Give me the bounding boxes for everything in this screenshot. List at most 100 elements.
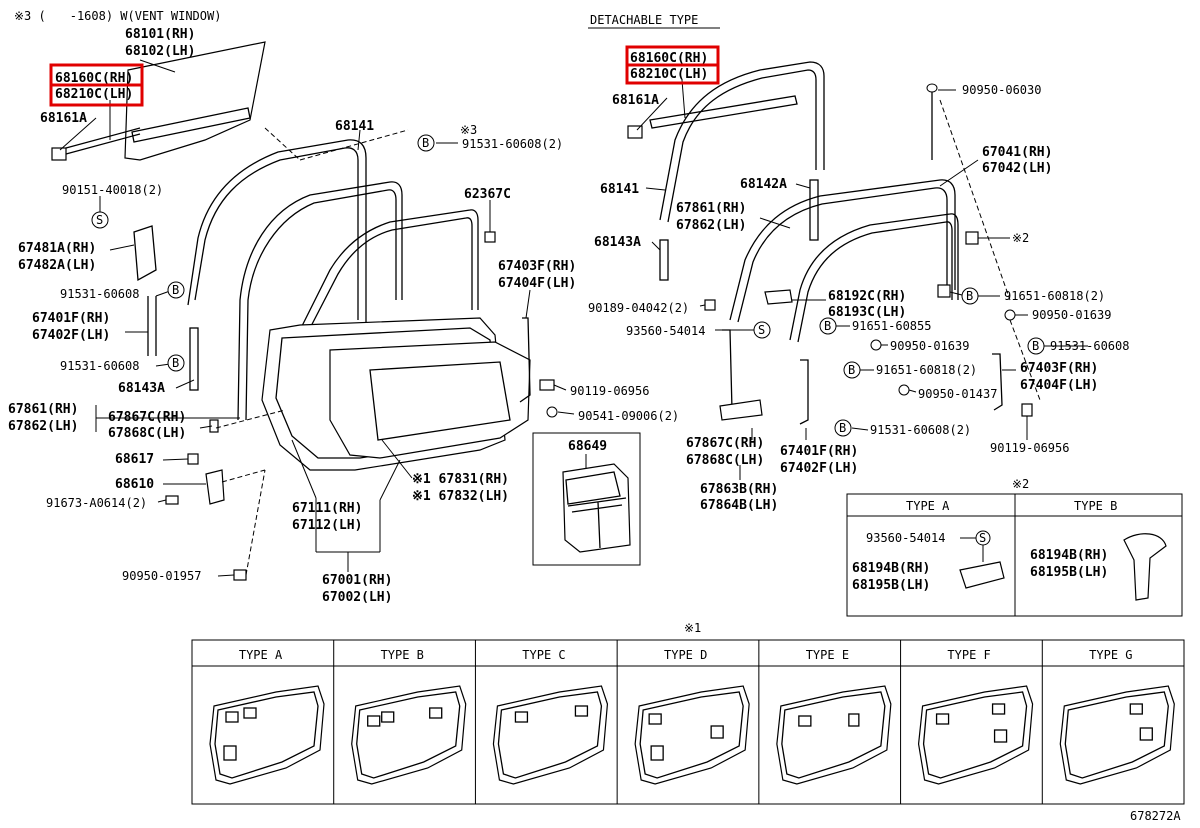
svg-text:※1 67831(RH): ※1 67831(RH)	[412, 472, 509, 487]
marker-b-3	[167, 354, 185, 372]
svg-text:B: B	[172, 356, 179, 370]
svg-text:68192C(RH): 68192C(RH)	[828, 289, 906, 304]
left-markers: B S B B	[91, 134, 435, 372]
r-frame-67041	[729, 179, 956, 321]
trim-panel-type-g	[1059, 685, 1175, 785]
right-leaders	[636, 79, 1088, 480]
type-header-d: TYPE D	[664, 648, 707, 662]
svg-text:67863B(RH): 67863B(RH)	[700, 482, 778, 497]
r-channel-67401f	[799, 359, 809, 425]
detachable-type-title: DETACHABLE TYPE	[590, 13, 698, 27]
svg-text:B: B	[848, 363, 855, 377]
trim-panel-pocket	[648, 713, 662, 725]
svg-text:68160C(RH): 68160C(RH)	[630, 51, 708, 66]
svg-text:90950-01437: 90950-01437	[918, 387, 997, 401]
r-clip-type-note2	[965, 231, 979, 245]
svg-text:91531-60608: 91531-60608	[1050, 339, 1129, 353]
svg-text:68141: 68141	[600, 182, 639, 197]
trim-panel-edge	[781, 691, 886, 779]
r-weatherstrip-68141	[659, 61, 825, 221]
svg-text:67112(LH): 67112(LH)	[292, 518, 362, 533]
right-markers: B B S B B B	[753, 287, 1045, 437]
svg-text:90119-06956: 90119-06956	[570, 384, 649, 398]
bracket-67481a	[133, 225, 157, 282]
type-b-header: TYPE B	[1074, 499, 1117, 513]
svg-text:67482A(LH): 67482A(LH)	[18, 258, 96, 273]
svg-text:B: B	[824, 319, 831, 333]
trim-panel-type-d	[634, 685, 750, 785]
type-a-header: TYPE A	[906, 499, 950, 513]
run-channel-67861-inner	[245, 189, 397, 421]
svg-text:62367C: 62367C	[464, 187, 511, 202]
trim-panel-pocket	[991, 703, 1006, 715]
svg-text:※2: ※2	[1012, 231, 1029, 245]
svg-text:67867C(RH): 67867C(RH)	[686, 436, 764, 451]
right-labels: 68160C(RH) 68210C(LH) 68161A 90950-06030…	[588, 51, 1129, 513]
r-bracket-67863b	[719, 399, 763, 421]
r-frame-67861	[789, 213, 959, 341]
trim-panel-pocket	[381, 711, 395, 723]
type-header-c: TYPE C	[522, 648, 565, 662]
r-channel-67403f	[992, 353, 1003, 411]
type-header-a: TYPE A	[239, 648, 283, 662]
vent-strip	[65, 127, 141, 155]
svg-text:67861(RH): 67861(RH)	[8, 402, 78, 417]
svg-text:67481A(RH): 67481A(RH)	[18, 241, 96, 256]
svg-text:93560-54014: 93560-54014	[866, 531, 945, 545]
svg-text:67861(RH): 67861(RH)	[676, 201, 746, 216]
svg-text:68194B(RH): 68194B(RH)	[1030, 548, 1108, 563]
svg-text:91531-60608(2): 91531-60608(2)	[462, 137, 563, 151]
svg-text:68102(LH): 68102(LH)	[125, 44, 195, 59]
weatherstrip-68141	[194, 147, 359, 320]
svg-text:91673-A0614(2): 91673-A0614(2)	[46, 496, 147, 510]
weatherstrip-68141-outer	[187, 139, 367, 322]
svg-text:68210C(LH): 68210C(LH)	[630, 67, 708, 82]
r-clip-68161a	[627, 125, 643, 139]
trim-panel-type-a	[209, 685, 325, 785]
svg-text:67402F(LH): 67402F(LH)	[32, 328, 110, 343]
type-ab-table: ※2 TYPE A TYPE B 93560-54014 S 68194B(RH…	[846, 477, 1183, 617]
door-frame-upper	[299, 209, 479, 331]
pocket-frame	[532, 432, 641, 566]
type-a-part	[959, 561, 1005, 589]
r-clip-90950-01639a	[1004, 309, 1016, 321]
svg-text:90189-04042(2): 90189-04042(2)	[588, 301, 689, 315]
left-door-drawing	[51, 41, 558, 581]
type-header-e: TYPE E	[806, 648, 849, 662]
hinge-68610	[205, 469, 225, 505]
clip-90541	[546, 406, 558, 418]
svg-text:90950-01957: 90950-01957	[122, 569, 201, 583]
type-b-part	[1123, 533, 1167, 601]
r-clip-90950-01639b	[870, 339, 882, 351]
svg-text:91651-60855: 91651-60855	[852, 319, 931, 333]
svg-text:68210C(LH): 68210C(LH)	[55, 87, 133, 102]
svg-text:91651-60818(2): 91651-60818(2)	[1004, 289, 1105, 303]
svg-text:68161A: 68161A	[612, 93, 659, 108]
svg-text:68160C(RH): 68160C(RH)	[55, 71, 133, 86]
svg-text:67401F(RH): 67401F(RH)	[32, 311, 110, 326]
svg-text:68610: 68610	[115, 477, 154, 492]
trim-panel-pocket	[935, 713, 950, 725]
svg-text:68617: 68617	[115, 452, 154, 467]
r-bolt-90189	[704, 299, 716, 311]
svg-text:68193C(LH): 68193C(LH)	[828, 305, 906, 320]
svg-text:B: B	[422, 136, 429, 150]
trim-panel-edge	[214, 691, 319, 779]
bolt-91673	[165, 495, 179, 505]
clip-90950-01957	[233, 569, 247, 581]
svg-text:91531-60608: 91531-60608	[60, 359, 139, 373]
marker-b-2	[167, 281, 185, 299]
r-channel-67867c	[722, 329, 733, 416]
bolt-90119	[539, 379, 555, 391]
trim-panel-pocket	[429, 707, 443, 719]
trim-panel-edge	[639, 691, 744, 779]
type-header-g: TYPE G	[1089, 648, 1132, 662]
r-clip-91651	[937, 284, 951, 298]
trim-panel-type-c	[492, 685, 609, 785]
svg-text:B: B	[172, 283, 179, 297]
svg-text:67001(RH): 67001(RH)	[322, 573, 392, 588]
svg-text:68195B(LH): 68195B(LH)	[852, 578, 930, 593]
svg-text:90541-09006(2): 90541-09006(2)	[578, 409, 679, 423]
svg-text:67002(LH): 67002(LH)	[322, 590, 392, 605]
clip-68161a	[51, 147, 67, 161]
